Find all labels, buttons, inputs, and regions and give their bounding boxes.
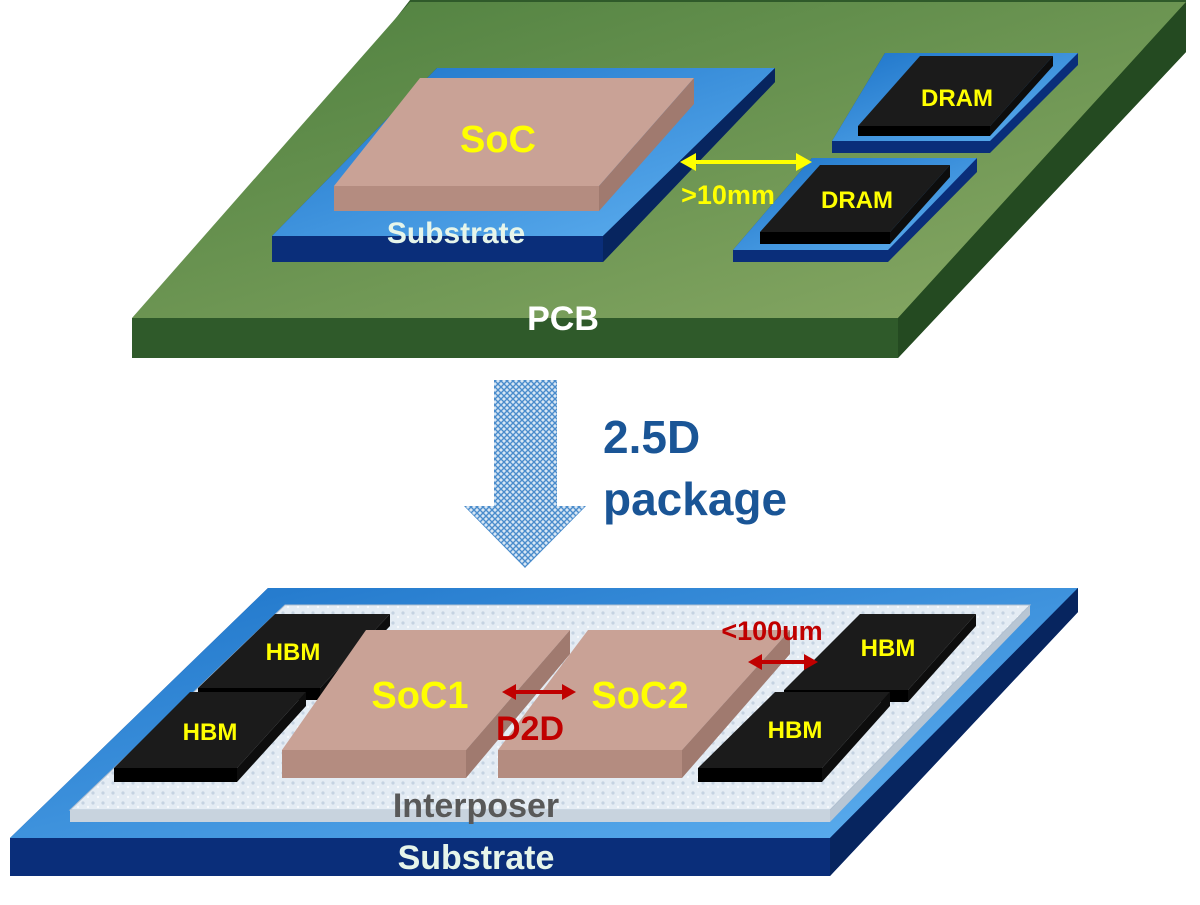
interposer-label: Interposer — [393, 787, 559, 825]
pcb-label: PCB — [527, 300, 599, 338]
substrate-label-bottom: Substrate — [398, 839, 555, 877]
d2d-arrow: D2D — [496, 684, 576, 748]
hbm-label-1: HBM — [266, 639, 321, 666]
transition-label-line1: 2.5D — [603, 411, 700, 463]
d2d-label: D2D — [496, 710, 564, 748]
top-package: PCB Substrate SoC DRAM — [132, 0, 1186, 358]
soc2-die: SoC2 — [498, 630, 790, 778]
dram-label-2: DRAM — [821, 187, 893, 214]
hbm-label-2: HBM — [183, 719, 238, 746]
transition-label-line2: package — [603, 473, 787, 525]
transition: 2.5D package — [464, 380, 787, 568]
soc2-label: SoC2 — [591, 675, 688, 717]
dram-1: DRAM — [832, 53, 1078, 153]
bottom-package: Substrate Interposer HBM HBM — [10, 588, 1078, 877]
distance-arrow-bottom: <100um — [721, 616, 823, 670]
soc1-label: SoC1 — [371, 675, 468, 717]
dram-2: DRAM — [733, 158, 977, 262]
hbm-label-4: HBM — [768, 717, 823, 744]
soc1-die: SoC1 — [282, 630, 570, 778]
soc-die: SoC — [334, 78, 694, 211]
soc-label: SoC — [460, 119, 536, 161]
down-arrow — [464, 380, 586, 568]
dram-label-1: DRAM — [921, 85, 993, 112]
hbm-lower-right: HBM — [698, 692, 890, 782]
hbm-label-3: HBM — [861, 635, 916, 662]
distance-label-bottom: <100um — [721, 616, 822, 646]
distance-arrow-top: >10mm — [680, 153, 812, 210]
substrate-label-top: Substrate — [387, 217, 525, 250]
hbm-lower-left: HBM — [114, 692, 306, 782]
distance-label-top: >10mm — [681, 180, 775, 210]
